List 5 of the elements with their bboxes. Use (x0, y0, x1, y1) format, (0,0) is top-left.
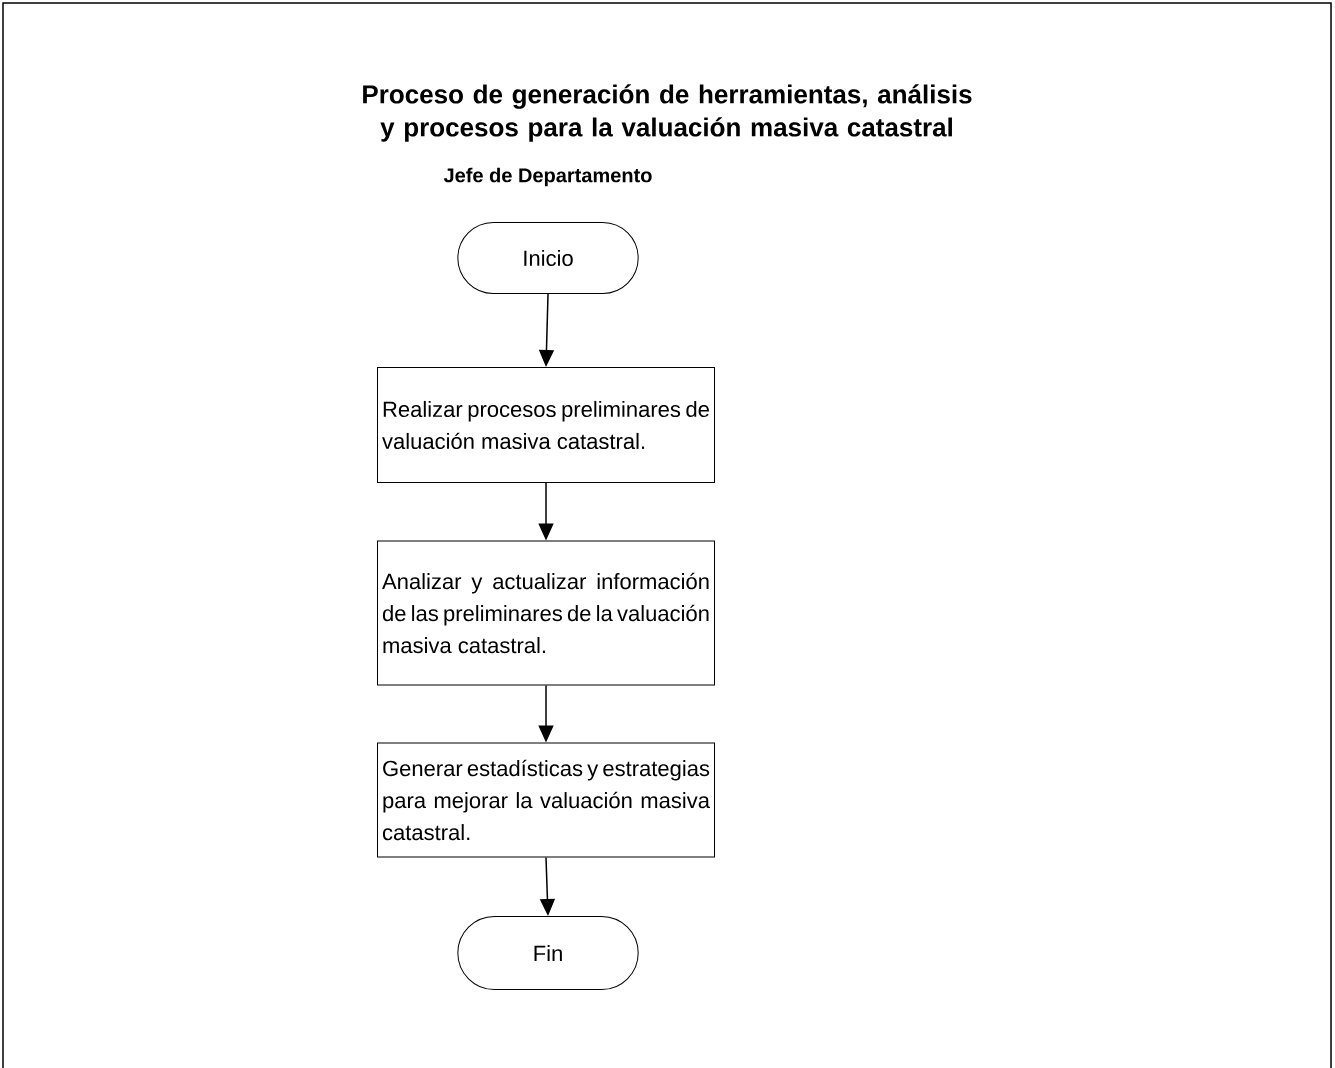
lane-heading: Jefe de Departamento (443, 167, 652, 187)
process-box: Generar estadísticas y estrategias para mejorar la valuación masiva catastral. (377, 742, 715, 858)
process-box: Analizar y actualizar información de las preliminares de la valuación masiva catastral. (377, 540, 715, 686)
title: Proceso de generación de herramientas, análisis y procesos para la valuación masiva catastral (363, 84, 972, 142)
process-box: Realizar procesos preliminares de valuación masiva catastral. (377, 367, 715, 483)
